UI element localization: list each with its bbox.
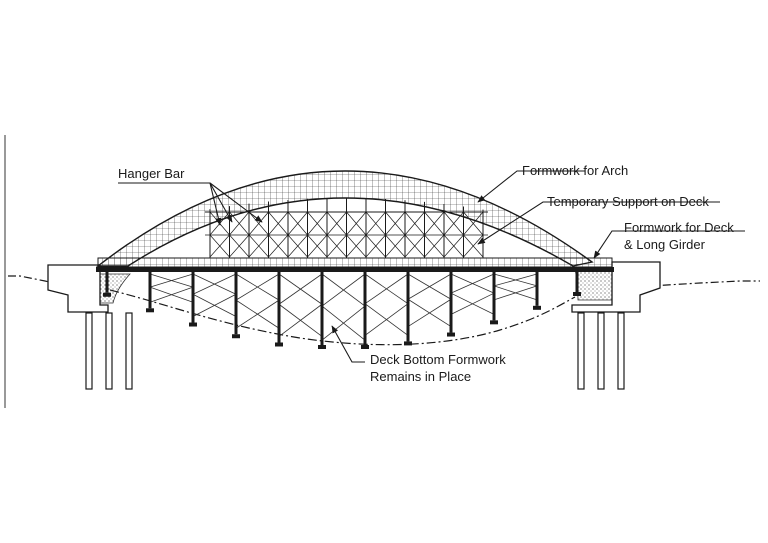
post-footing xyxy=(447,332,455,337)
falsework-post xyxy=(449,272,453,333)
temp-support-brace xyxy=(248,211,269,236)
temp-support-brace xyxy=(463,211,484,236)
temp-support-brace xyxy=(424,211,445,236)
temp-support-brace xyxy=(385,234,406,258)
label-hanger-bar: Hanger Bar xyxy=(118,166,185,181)
falsework-post xyxy=(320,272,324,345)
falsework-post xyxy=(575,272,579,292)
temp-support-brace xyxy=(326,211,347,236)
post-footing xyxy=(404,341,412,346)
leader-hanger-bar-2 xyxy=(209,182,263,223)
temp-support-brace xyxy=(443,211,464,236)
temp-support-brace xyxy=(268,211,289,236)
brace xyxy=(364,273,409,305)
temp-support-brace xyxy=(307,234,328,258)
temp-support-brace xyxy=(307,211,328,236)
post-footing xyxy=(146,308,154,313)
brace xyxy=(149,286,194,303)
falsework-post xyxy=(363,272,367,345)
brace xyxy=(235,299,280,329)
label-deck-bottom-formwork: Deck Bottom Formwork xyxy=(370,352,506,367)
falsework-post xyxy=(492,272,496,321)
post-footing xyxy=(533,305,541,310)
leader-formwork-deck xyxy=(593,230,745,259)
falsework-post xyxy=(234,272,238,335)
falsework-post xyxy=(277,272,281,343)
falsework-post xyxy=(105,272,109,293)
temp-support-brace xyxy=(248,234,269,258)
brace xyxy=(235,273,280,301)
brace xyxy=(407,273,452,300)
brace xyxy=(278,273,323,305)
brace xyxy=(321,305,366,341)
falsework-post xyxy=(406,272,410,342)
leader-lines xyxy=(118,170,745,363)
brace xyxy=(450,273,495,294)
leader-temp-support xyxy=(477,201,720,245)
brace xyxy=(493,273,538,287)
leader-hanger-bar-3 xyxy=(209,182,222,226)
brace xyxy=(407,298,452,327)
falsework-posts xyxy=(103,272,581,349)
brace xyxy=(192,273,237,295)
post-footing xyxy=(573,292,581,296)
post-footing xyxy=(490,320,498,325)
deck-formwork xyxy=(97,257,613,268)
temp-support-brace xyxy=(404,234,425,258)
falsework-post xyxy=(148,272,152,309)
temp-support-brace xyxy=(346,211,367,236)
temp-support-brace xyxy=(404,211,425,236)
label-remains-in-place: Remains in Place xyxy=(370,369,471,384)
post-footing xyxy=(189,322,197,327)
post-footing xyxy=(103,292,111,297)
temp-support-brace xyxy=(326,234,347,258)
label-long-girder: & Long Girder xyxy=(624,237,706,252)
temp-support-brace xyxy=(346,234,367,258)
brace xyxy=(450,292,495,315)
temp-support-brace xyxy=(365,234,386,258)
hanger-bars xyxy=(205,198,488,258)
temp-support-brace xyxy=(209,234,230,258)
post-footing xyxy=(232,334,240,339)
left-pile-group xyxy=(85,312,133,390)
left-embankment-fill xyxy=(97,273,131,304)
leader-deck-bottom xyxy=(331,325,365,363)
label-temporary-support: Temporary Support on Deck xyxy=(547,194,709,209)
right-pile-group xyxy=(577,312,625,390)
falsework-post xyxy=(535,272,539,306)
temp-support-brace xyxy=(268,234,289,258)
left-abutment xyxy=(47,264,109,313)
temp-support-brace xyxy=(424,234,445,258)
brace xyxy=(278,303,323,337)
temp-support-brace xyxy=(385,211,406,236)
temp-support-brace xyxy=(443,234,464,258)
temp-support-brace xyxy=(287,234,308,258)
post-footing xyxy=(318,345,326,349)
deck-long-girder xyxy=(96,267,614,272)
brace xyxy=(493,285,538,301)
post-footing xyxy=(361,345,369,349)
post-footing xyxy=(275,342,283,347)
label-formwork-arch: Formwork for Arch xyxy=(522,163,628,178)
temp-support-brace xyxy=(287,211,308,236)
brace xyxy=(364,303,409,336)
temp-support-brace xyxy=(229,234,250,258)
brace xyxy=(321,273,366,307)
falsework-bracing xyxy=(149,273,538,341)
falsework-post xyxy=(191,272,195,323)
temp-support-brace xyxy=(229,211,250,236)
river-bed-line xyxy=(109,289,576,346)
temp-support-brace xyxy=(365,211,386,236)
label-formwork-deck: Formwork for Deck xyxy=(624,220,734,235)
right-abutment xyxy=(571,261,661,313)
leader-formwork-arch xyxy=(477,170,585,203)
brace xyxy=(192,293,237,317)
brace xyxy=(149,273,194,288)
